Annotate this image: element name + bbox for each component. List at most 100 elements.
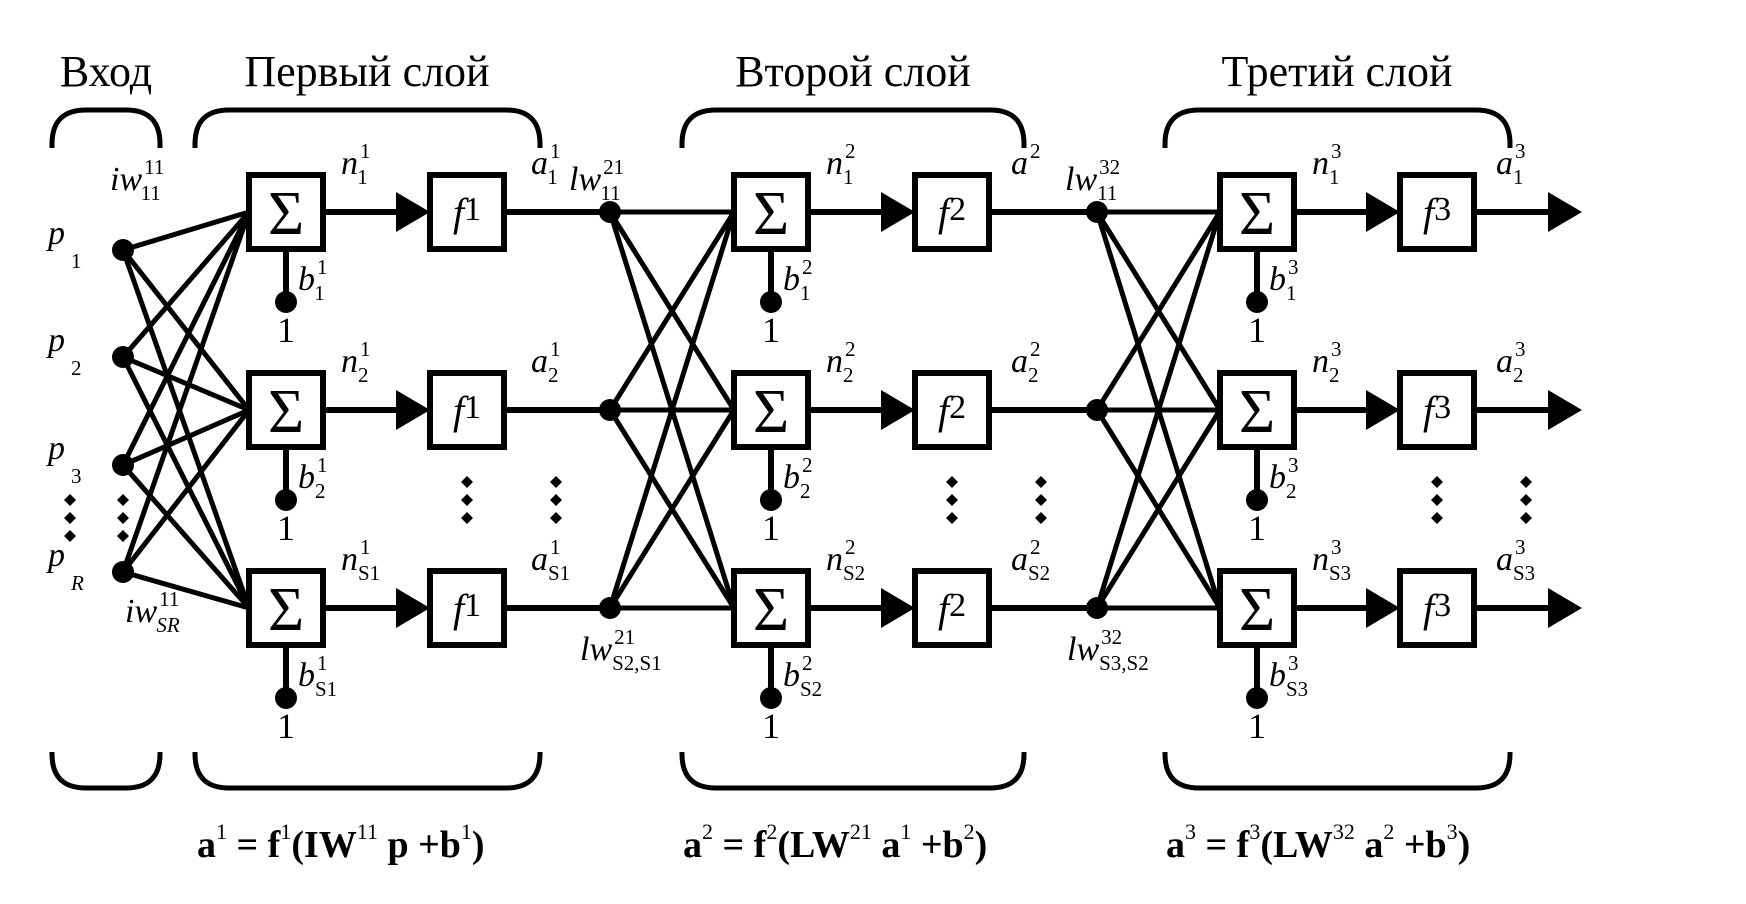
bias-input-one: 1 — [277, 706, 295, 746]
sum-icon: Σ — [1239, 576, 1275, 644]
input-weight-line — [120, 249, 252, 609]
transfer-function-icon: f2 — [938, 388, 966, 433]
bias-node — [760, 489, 782, 511]
layer2-transfer-ellipsis-icon — [946, 494, 958, 506]
transfer-function-icon: f2 — [938, 190, 966, 235]
layer1-transfer-box — [427, 568, 507, 648]
layer3-output-ellipsis-icon — [1520, 476, 1532, 488]
bias-input-one: 1 — [1248, 310, 1266, 350]
sum-icon: Σ — [753, 378, 789, 446]
sum-icon: Σ — [1239, 180, 1275, 248]
input-weight-line — [122, 209, 250, 253]
layer3-net-arrow-arrowhead-icon — [1366, 588, 1400, 628]
layer1-output-node — [599, 201, 621, 223]
sum-icon: Σ — [753, 576, 789, 644]
bias-input-one: 1 — [277, 508, 295, 548]
layer1-net-arrow-arrowhead-icon — [396, 390, 430, 430]
layer1-sum-box — [246, 172, 326, 252]
bias-input-one: 1 — [1248, 508, 1266, 548]
layer2-output-ellipsis-icon — [1035, 476, 1047, 488]
input-node-ellipsis-icon — [117, 494, 129, 506]
layer1-transfer-ellipsis-icon — [461, 476, 473, 488]
layer2-transfer-box — [912, 568, 992, 648]
bracket-bottom-layer2 — [679, 752, 1027, 791]
heading-layer2: Второй слой — [735, 47, 971, 96]
input-weight-line — [120, 211, 252, 573]
input-weight-line — [121, 407, 251, 468]
input-node — [112, 454, 134, 476]
input-weight-line — [120, 210, 252, 467]
layer1-net-arrow-arrowhead-icon — [396, 192, 430, 232]
layer2-weight-line — [607, 210, 737, 412]
layer1-output-node — [599, 597, 621, 619]
layer1-output-node — [599, 399, 621, 421]
input-label-1: p1 — [46, 215, 82, 273]
input-label-4: pR — [46, 537, 84, 595]
bias-node — [1246, 687, 1268, 709]
sum-icon: Σ — [1239, 378, 1275, 446]
transfer-function-icon: f1 — [453, 586, 481, 631]
bias-input-one: 1 — [762, 706, 780, 746]
bias-node — [760, 291, 782, 313]
layer3-weight-line — [1094, 211, 1223, 609]
layer1-output-ellipsis-icon — [550, 476, 562, 488]
input-node — [112, 561, 134, 583]
input-ellipsis-icon — [64, 530, 76, 542]
input-weight-line — [120, 355, 252, 610]
bias-input-one: 1 — [762, 310, 780, 350]
bias-input-one: 1 — [762, 508, 780, 548]
input-weight-line — [122, 354, 250, 413]
input-weight-line — [121, 408, 251, 574]
layer3-weight-line — [1094, 210, 1223, 412]
layer2-weight-line — [607, 408, 737, 610]
layer3-output-arrow-arrowhead-icon — [1548, 390, 1582, 430]
input-weight-line — [121, 248, 251, 412]
layer2-output-node — [1086, 399, 1108, 421]
bias-node — [275, 687, 297, 709]
input-node-ellipsis-icon — [117, 512, 129, 524]
bracket-top-layer3 — [1162, 107, 1513, 148]
transfer-function-icon: f3 — [1423, 388, 1451, 433]
layer2-output-ellipsis-icon — [1035, 512, 1047, 524]
transfer-function-icon: f1 — [453, 388, 481, 433]
layer3-weight-line — [1094, 408, 1223, 610]
layer2-transfer-ellipsis-icon — [946, 476, 958, 488]
layer2-weight-line — [607, 211, 737, 609]
transfer-function-icon: f3 — [1423, 190, 1451, 235]
bias-node — [760, 687, 782, 709]
layer2-net-arrow-arrowhead-icon — [881, 390, 915, 430]
layer1-formula: a1 = f1(IW11 p +b1) — [197, 819, 485, 866]
layer2-output-label: a2 — [1011, 139, 1041, 182]
sum-icon: Σ — [268, 378, 304, 446]
bias-node — [275, 291, 297, 313]
layer2-output-node — [1086, 201, 1108, 223]
bias-node — [1246, 291, 1268, 313]
input-node-ellipsis-icon — [117, 530, 129, 542]
layer3-transfer-ellipsis-icon — [1431, 512, 1443, 524]
layer1-transfer-ellipsis-icon — [461, 512, 473, 524]
sum-icon: Σ — [268, 180, 304, 248]
layer3-formula: a3 = f3(LW32 a2 +b3) — [1166, 819, 1470, 866]
